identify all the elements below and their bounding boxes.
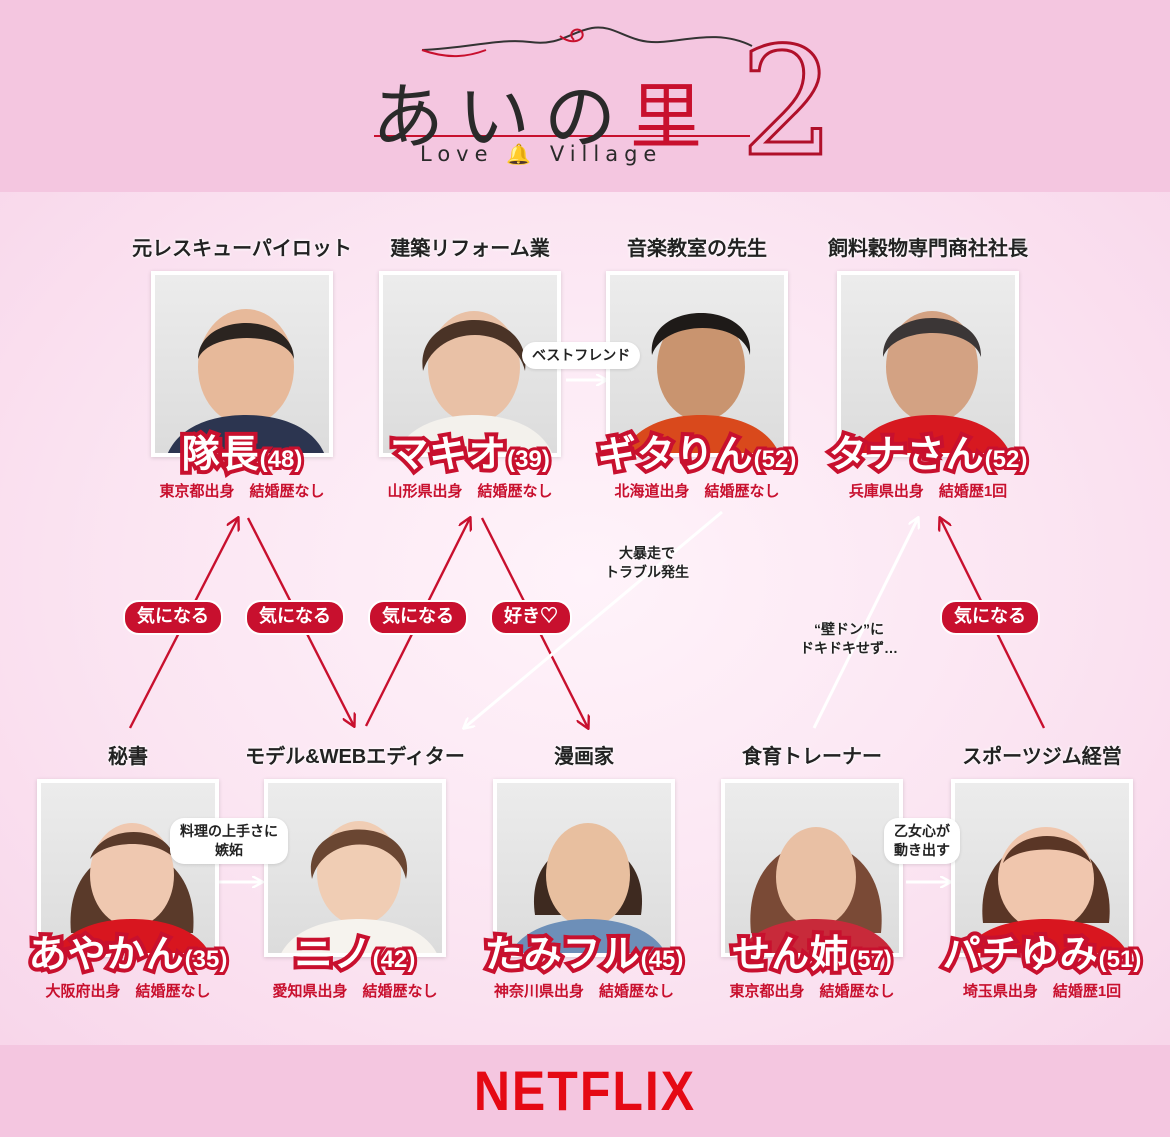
relation-label-ayakan-taichou: 気になる [123,600,223,635]
portrait-icon [853,311,1011,453]
note-trouble: 大暴走で トラブル発生 [605,545,689,580]
person-name: 隊長(48) [178,430,306,480]
person-info: 東京都出身 結婚歴なし [159,483,325,500]
relation-label-nino-makio: 気になる [368,600,468,635]
person-name: ニノ(42) [291,930,419,980]
portrait-icon [281,821,437,953]
logo-subtitle: Love 🔔 Village [420,142,663,166]
person-role: 秘書 [108,746,148,768]
person-info: 大阪府出身 結婚歴なし [45,983,211,1000]
note-otome: 乙女心が 動き出す [884,818,960,864]
person-photo [37,779,219,957]
note-best-friend: ベストフレンド [522,342,641,369]
person-name: たみフル(45) [481,930,687,980]
person-card-nino: モデル&WEBエディター ニノ(42) 愛知県出身 結婚歴なし [245,740,465,1001]
portrait-icon [622,313,780,453]
person-card-taichou: 元レスキューパイロット 隊長(48) 東京都出身 結婚歴なし [132,232,352,501]
person-photo [151,271,333,457]
person-card-pachiyumi: スポーツジム経営 パチゆみ(51) 埼玉県出身 結婚歴1回 [932,740,1152,1001]
person-role: モデル&WEBエディター [245,746,465,768]
portrait-icon [395,311,553,453]
person-role: 建築リフォーム業 [390,238,550,260]
person-info: 神奈川県出身 結婚歴なし [493,983,674,1000]
logo-season-number: 2 [738,16,836,190]
person-photo [837,271,1019,457]
person-name: ギタりん(52) [594,430,800,480]
logo-thread-icon [374,26,753,137]
header-band [0,0,1170,192]
person-card-sennee: 食育トレーナー せん姉(57) 東京都出身 結婚歴なし [702,740,922,1001]
bell-icon: 🔔 [506,142,538,166]
person-info: 愛知県出身 結婚歴なし [272,983,438,1000]
relation-label-taichou-nino: 気になる [245,600,345,635]
show-logo: あいの里 Love 🔔 Village 2 [360,20,837,180]
netflix-logo: NETFLIX [473,1059,697,1123]
person-photo [951,779,1133,957]
logo-title: あいの里 [372,75,717,159]
person-card-ayakan: 秘書 あやかん(35) 大阪府出身 結婚歴なし [18,740,238,1001]
relation-label-pachiyumi-tanasan: 気になる [940,600,1040,635]
person-name: タナさん(52) [825,430,1031,480]
portrait-icon [167,309,325,453]
portrait-icon [738,827,894,953]
note-jealous: 料理の上手さに 嫉妬 [170,818,288,864]
person-name: パチゆみ(51) [939,930,1145,980]
arrow-sennee-to-tanasan [812,518,918,729]
person-photo [721,779,903,957]
person-info: 東京都出身 結婚歴なし [729,983,895,1000]
relation-label-makio-tamifuru: 好き♡ [490,600,572,635]
person-card-tanasan: 飼料穀物専門商社社長 タナさん(52) 兵庫県出身 結婚歴1回 [818,232,1038,501]
footer-band [0,1045,1170,1137]
person-role: 食育トレーナー [742,746,882,768]
person-card-tamifuru: 漫画家 たみフル(45) 神奈川県出身 結婚歴なし [474,740,694,1001]
person-role: スポーツジム経営 [962,746,1122,768]
note-kabedon: “壁ドン”に ドキドキせず… [800,621,898,656]
person-name: せん姉(57) [728,930,895,980]
person-name: あやかん(35) [25,930,231,980]
person-info: 兵庫県出身 結婚歴1回 [848,483,1008,500]
arrow-gitarin-to-nino [464,510,723,728]
person-info: 山形県出身 結婚歴なし [387,483,553,500]
person-role: 元レスキューパイロット [132,238,352,260]
person-name: マキオ(39) [386,430,553,480]
person-role: 音楽教室の先生 [627,238,767,260]
person-role: 飼料穀物専門商社社長 [828,238,1028,260]
portrait-icon [964,827,1128,953]
person-photo [493,779,675,957]
portrait-icon [54,823,210,953]
portrait-icon [510,823,666,953]
person-role: 漫画家 [554,746,614,768]
person-photo [264,779,446,957]
person-info: 北海道出身 結婚歴なし [614,483,780,500]
person-info: 埼玉県出身 結婚歴1回 [962,983,1122,1000]
